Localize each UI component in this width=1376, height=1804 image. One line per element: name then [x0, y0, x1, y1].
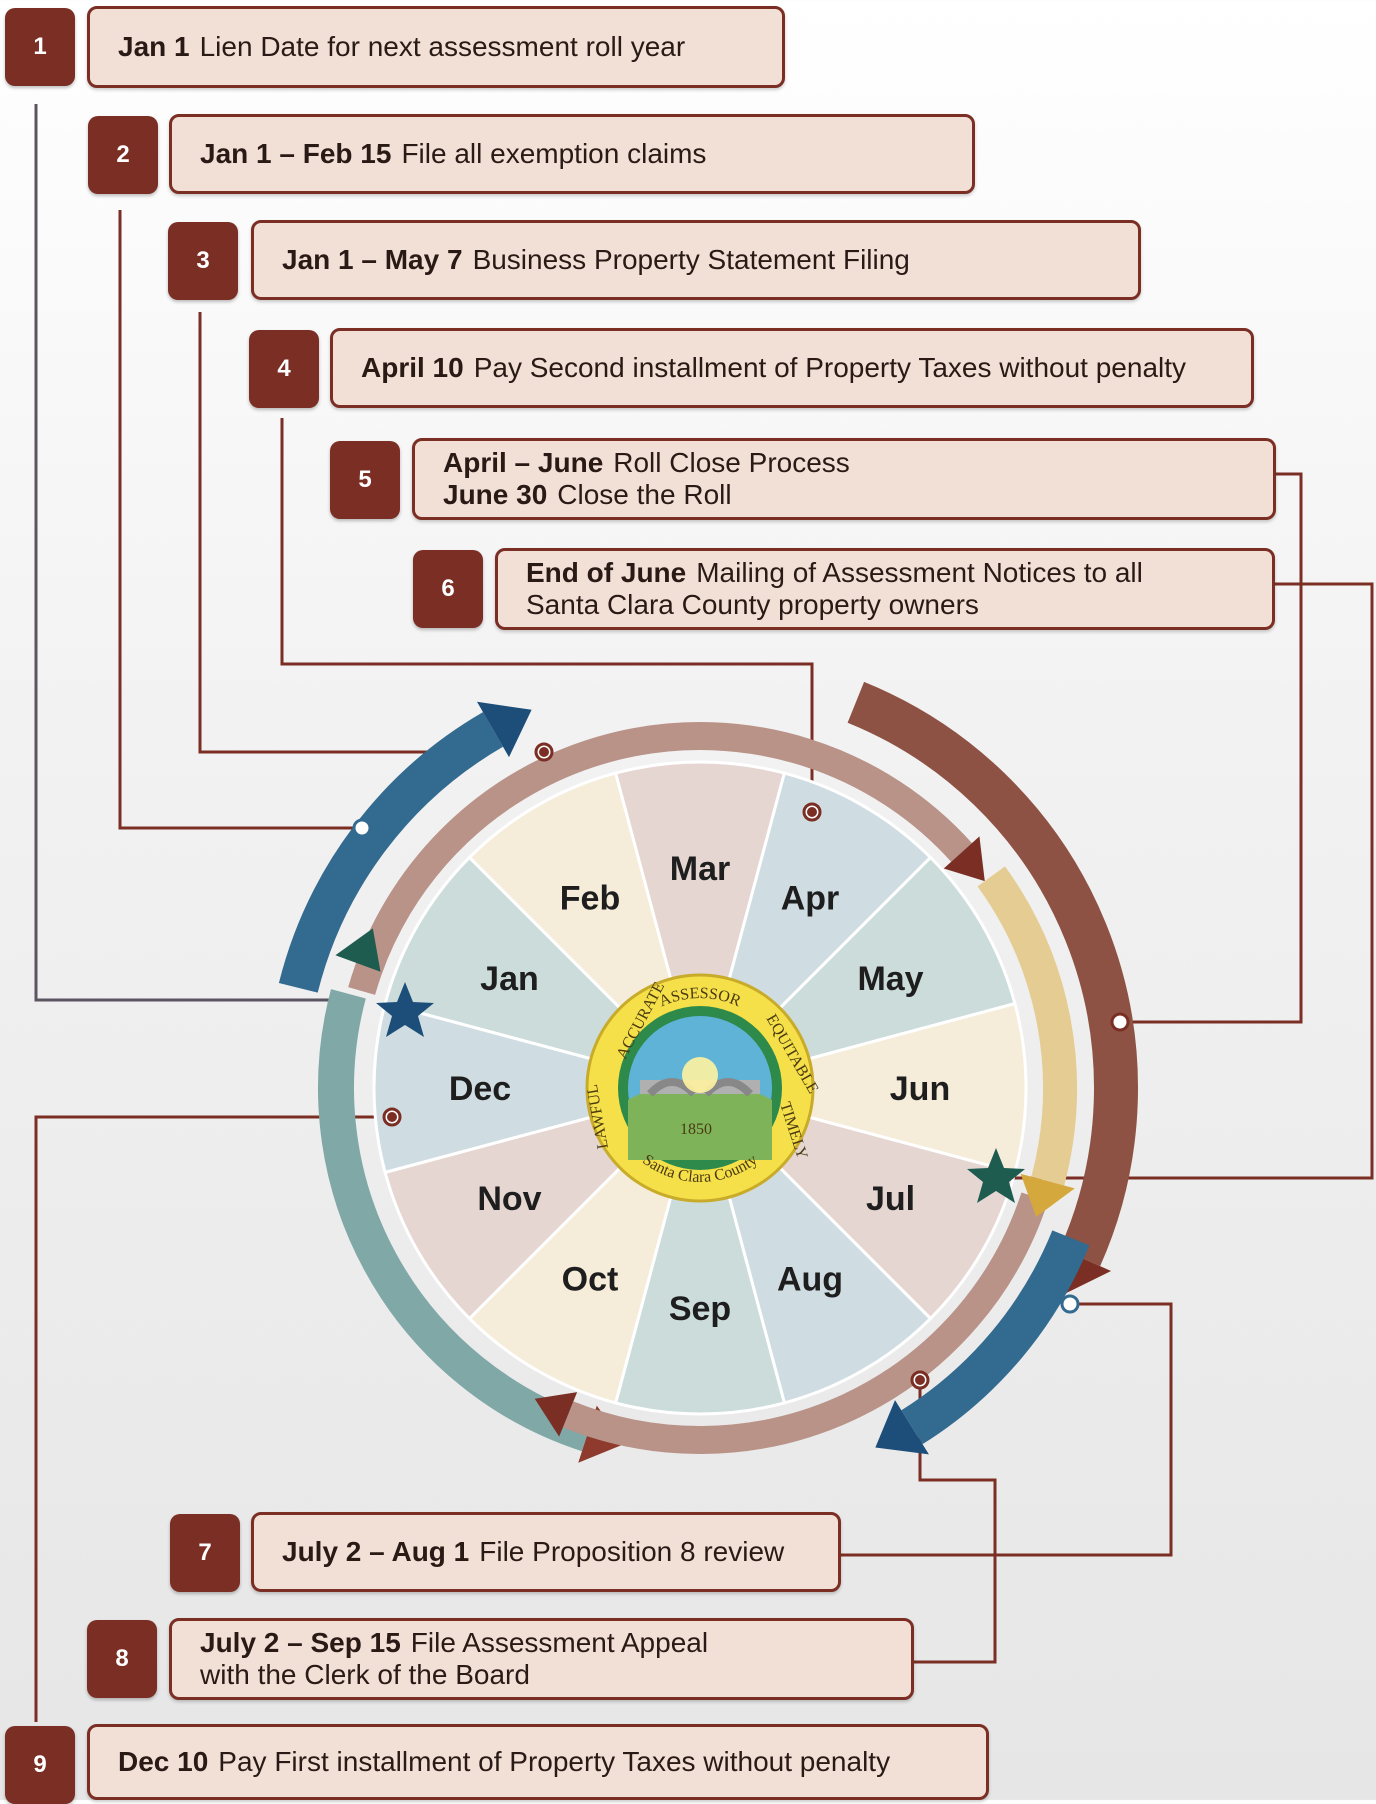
connector-7: [840, 1302, 1173, 1557]
month-label-aug: Aug: [777, 1261, 843, 1299]
step-8-number: 8: [87, 1620, 157, 1698]
step-1-number: 1: [5, 8, 75, 86]
step-1-text: Lien Date for next assessment roll year: [199, 31, 686, 62]
connector-5: [1120, 472, 1303, 1024]
step-2-date: Jan 1 – Feb 15: [200, 138, 392, 169]
step-7-box: July 2 – Aug 1 File Proposition 8 review: [251, 1512, 841, 1592]
seal-year-text: 1850: [680, 1121, 712, 1138]
step-6-box: End of June Mailing of Assessment Notices…: [495, 548, 1275, 630]
step-9-box: Dec 10 Pay First installment of Property …: [87, 1724, 989, 1800]
wedge-sep: [613, 1082, 787, 1416]
step-4-text: Pay Second installment of Property Taxes…: [473, 352, 1187, 383]
step-5-date: April – June: [443, 447, 604, 478]
step-6-date: End of June: [526, 557, 687, 588]
step-6-text2: Santa Clara County property owners: [526, 589, 979, 620]
wedge-dec: [372, 1001, 706, 1175]
month-label-apr: Apr: [781, 879, 840, 917]
month-label-may: May: [857, 960, 923, 998]
connector-4: [280, 418, 814, 812]
step-4-date: April 10: [361, 352, 464, 383]
step-1-date: Jan 1: [118, 31, 190, 62]
wedge-jun: [694, 1001, 1028, 1175]
step-4-box: April 10 Pay Second installment of Proper…: [330, 328, 1254, 408]
step-2-text: File all exemption claims: [401, 138, 707, 169]
arc-brown-outer: [847, 681, 1138, 1267]
step-2-number: 2: [88, 116, 158, 194]
arc-group: [278, 681, 1138, 1463]
connector-3: [198, 312, 476, 754]
step-5-box: April – June Roll Close Process June 30 Cl…: [412, 438, 1276, 520]
step-4-number: 4: [249, 330, 319, 408]
connector-2: [118, 210, 362, 830]
arrow-head-teal-jan: [335, 928, 381, 972]
step-5-text2: Close the Roll: [557, 479, 732, 510]
step-3-box: Jan 1 – May 7 Business Property Statement…: [251, 220, 1141, 300]
arrow-head-rose-lower: [534, 1392, 578, 1437]
connector-6: [998, 582, 1374, 1180]
step-9-date: Dec 10: [118, 1746, 209, 1777]
month-label-jan: Jan: [480, 960, 539, 998]
connector-inner-dots: [387, 747, 925, 1385]
step-8-date: July 2 – Sep 15: [200, 1627, 401, 1658]
arc-blue-jan: [278, 712, 504, 993]
arc-blue-jul: [901, 1230, 1090, 1445]
arrow-head-rose-upper: [943, 836, 985, 882]
step-2-box: Jan 1 – Feb 15 File all exemption claims: [169, 114, 975, 194]
month-label-feb: Feb: [560, 879, 620, 917]
step-7-text: File Proposition 8 review: [479, 1536, 785, 1567]
month-label-mar: Mar: [670, 850, 730, 888]
step-3-text: Business Property Statement Filing: [472, 244, 910, 275]
connector-lines: [34, 104, 1374, 1722]
step-8-box: July 2 – Sep 15 File Assessment Appeal wi…: [169, 1618, 914, 1700]
step-7-number: 7: [170, 1514, 240, 1592]
step-5-date2: June 30: [443, 479, 548, 510]
star-jul-marker: [967, 1148, 1025, 1203]
step-3-date: Jan 1 – May 7: [282, 244, 463, 275]
step-8-text2: with the Clerk of the Board: [200, 1659, 530, 1690]
arc-rose-lower: [562, 1192, 1049, 1454]
step-5-text: Roll Close Process: [613, 447, 850, 478]
step-6-number: 6: [413, 550, 483, 628]
step-3-number: 3: [168, 222, 238, 300]
arrow-head-blue-jul: [875, 1400, 929, 1455]
month-label-sep: Sep: [669, 1290, 731, 1328]
step-7-date: July 2 – Aug 1: [282, 1536, 470, 1567]
step-1-box: Jan 1 Lien Date for next assessment roll …: [87, 6, 785, 88]
month-label-jun: Jun: [890, 1070, 950, 1108]
step-9-number: 9: [5, 1726, 75, 1804]
month-label-jul: Jul: [866, 1180, 915, 1218]
assessor-seal: ASSESSOR Santa Clara County ACCURATE EQU…: [584, 973, 822, 1203]
arc-gold-june: [977, 866, 1077, 1186]
step-5-number: 5: [330, 441, 400, 519]
arc-teal-autumn: [318, 989, 594, 1452]
connector-1: [34, 104, 330, 1002]
step-9-text: Pay First installment of Property Taxes …: [218, 1746, 891, 1777]
star-jan-marker: [376, 982, 434, 1037]
connector-9: [34, 1115, 392, 1722]
month-label-oct: Oct: [562, 1261, 619, 1299]
month-label-nov: Nov: [477, 1180, 541, 1218]
step-6-text: Mailing of Assessment Notices to all: [696, 557, 1143, 588]
arrow-head-blue-jan: [477, 701, 532, 758]
month-label-dec: Dec: [449, 1070, 511, 1108]
arrow-head-gold: [1020, 1173, 1075, 1218]
arc-rose-upper: [348, 722, 972, 995]
wedge-mar: [613, 760, 787, 1094]
step-8-text: File Assessment Appeal: [410, 1627, 709, 1658]
